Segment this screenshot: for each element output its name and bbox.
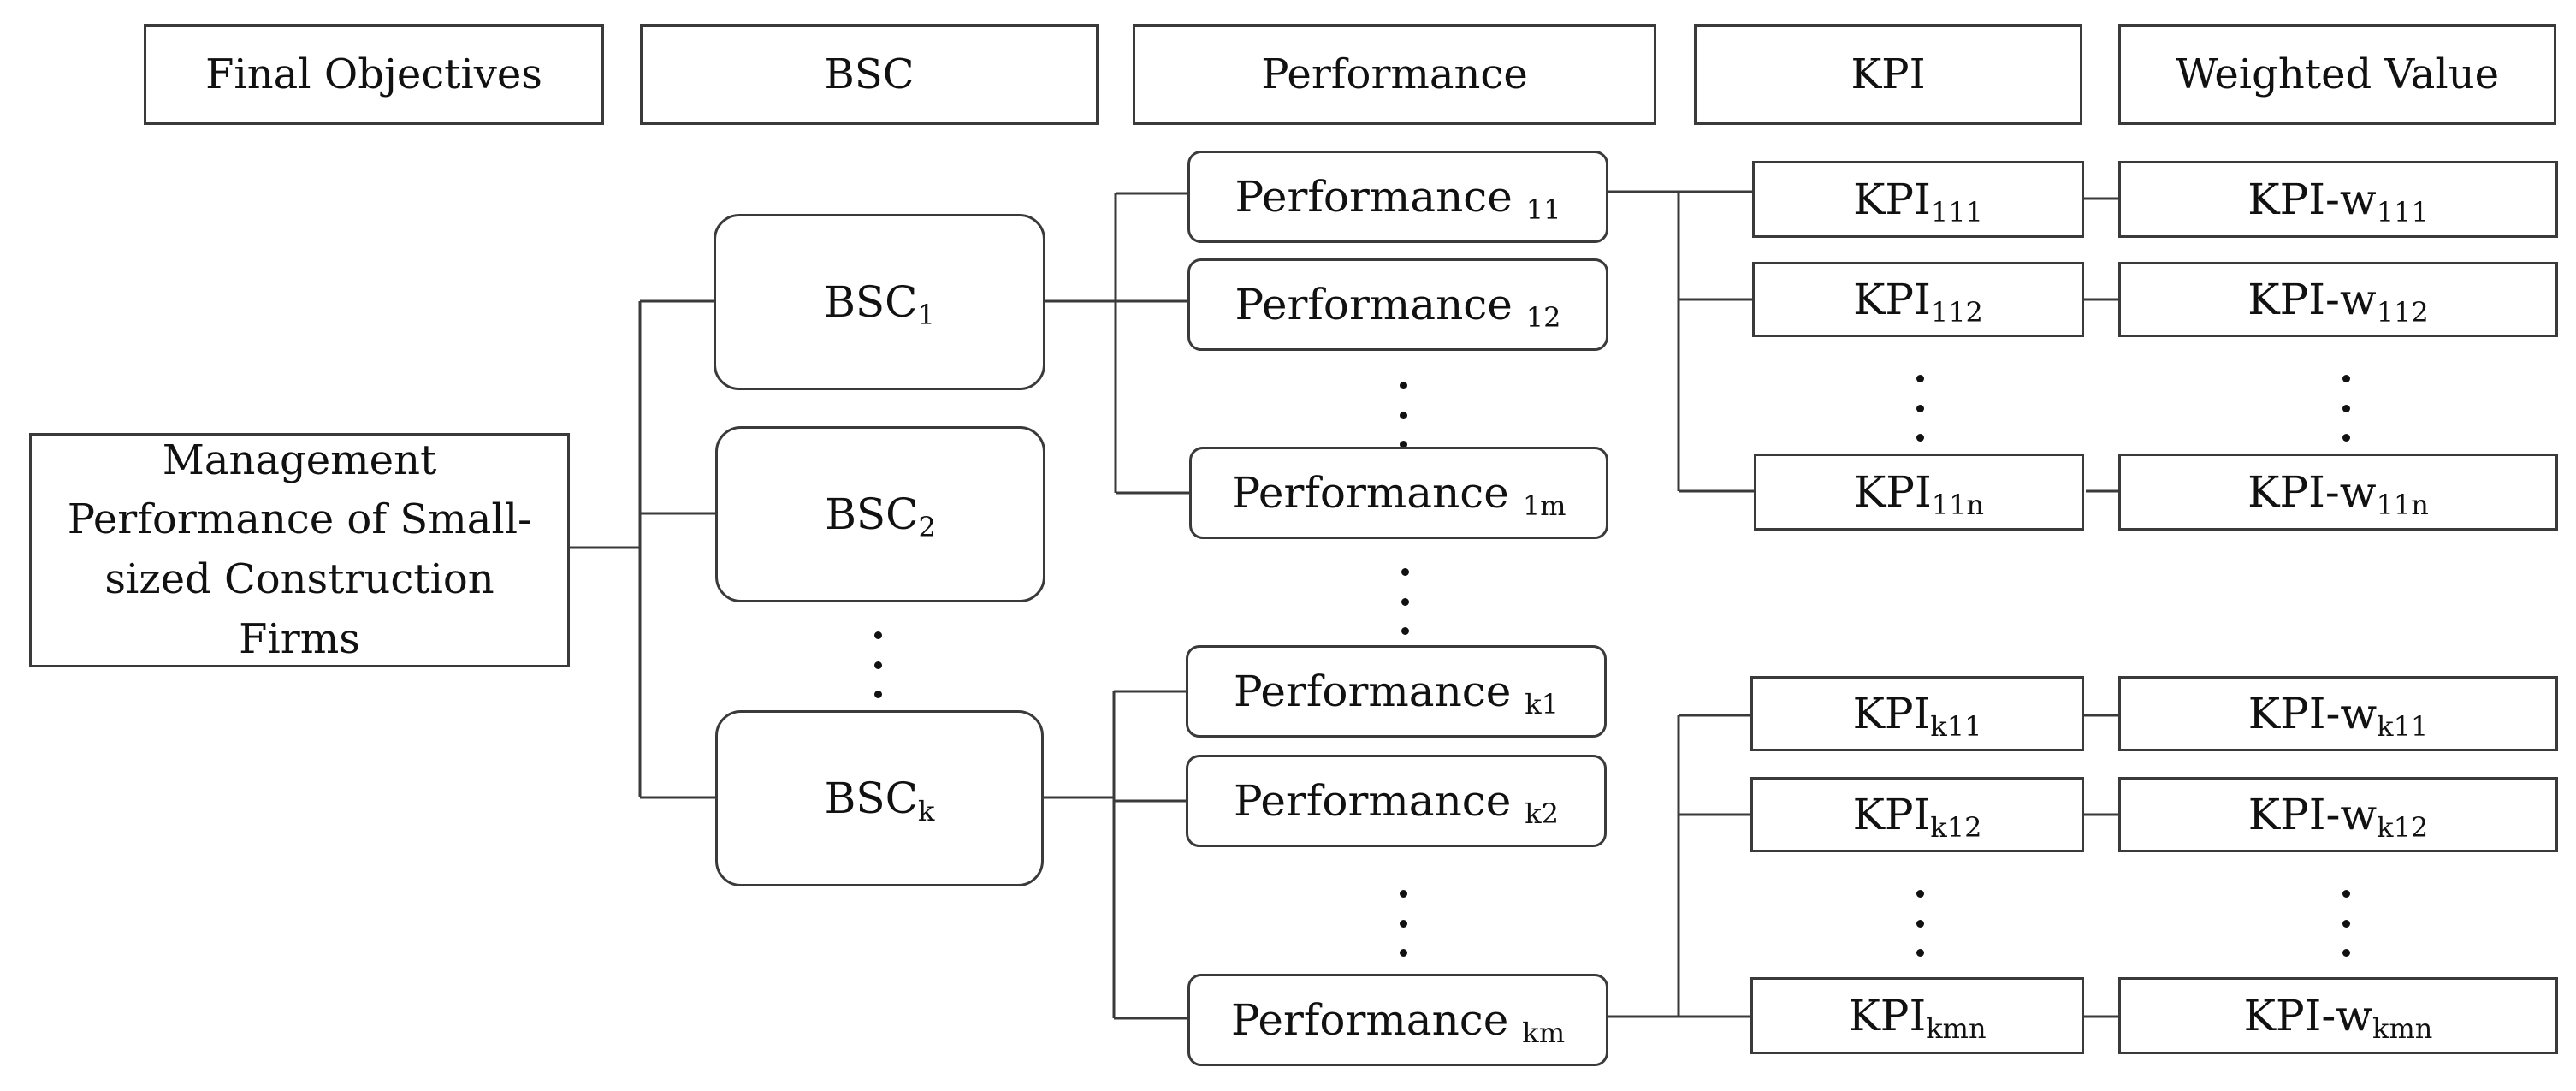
header-bsc: BSC xyxy=(640,24,1099,125)
performance-node-k2-label: Performance k2 xyxy=(1233,775,1560,830)
weighted-node-112: KPI-w112 xyxy=(2118,262,2558,337)
header-weighted-value-label: Weighted Value xyxy=(2175,50,2500,98)
weighted-node-111: KPI-w111 xyxy=(2118,161,2558,238)
performance-node-11: Performance 11 xyxy=(1187,151,1608,243)
weighted-group-k-ellipsis xyxy=(2329,890,2363,957)
weighted-node-k12-label: KPI-wk12 xyxy=(2247,789,2429,844)
header-kpi-label: KPI xyxy=(1851,50,1926,98)
bsc-node-2-label: BSC2 xyxy=(825,489,936,543)
kpi-node-k11: KPIk11 xyxy=(1750,676,2084,751)
performance-node-km: Performance km xyxy=(1187,974,1608,1066)
kpi-node-111-label: KPI111 xyxy=(1853,174,1983,228)
bsc-ellipsis xyxy=(861,631,895,698)
bsc-node-1-label: BSC1 xyxy=(824,276,935,331)
performance-node-1m: Performance 1m xyxy=(1189,447,1608,539)
performance-node-11-label: Performance 11 xyxy=(1235,171,1561,226)
kpi-node-k12-label: KPIk12 xyxy=(1852,789,1982,844)
kpi-group-k-ellipsis xyxy=(1903,890,1937,957)
kpi-node-112: KPI112 xyxy=(1752,262,2084,337)
performance-group-k-ellipsis xyxy=(1386,890,1420,957)
performance-node-k1: Performance k1 xyxy=(1186,645,1607,738)
performance-between-groups-ellipsis xyxy=(1388,568,1422,635)
weighted-node-11n-label: KPI-w11n xyxy=(2247,466,2429,521)
kpi-node-k12: KPIk12 xyxy=(1750,777,2084,852)
bsc-node-k-label: BSCk xyxy=(824,773,935,827)
performance-node-12: Performance 12 xyxy=(1187,258,1608,351)
kpi-node-kmn-label: KPIkmn xyxy=(1848,990,1987,1045)
header-performance: Performance xyxy=(1133,24,1656,125)
kpi-node-112-label: KPI112 xyxy=(1853,274,1983,329)
header-final-objectives-label: Final Objectives xyxy=(205,50,542,98)
weighted-group-1-ellipsis xyxy=(2329,375,2363,442)
bsc-node-2: BSC2 xyxy=(715,426,1045,602)
kpi-node-k11-label: KPIk11 xyxy=(1852,688,1982,743)
weighted-node-k11-label: KPI-wk11 xyxy=(2247,688,2429,743)
header-kpi: KPI xyxy=(1694,24,2082,125)
header-final-objectives: Final Objectives xyxy=(144,24,604,125)
performance-node-12-label: Performance 12 xyxy=(1235,279,1561,334)
performance-node-1m-label: Performance 1m xyxy=(1231,467,1566,522)
weighted-node-11n: KPI-w11n xyxy=(2118,454,2558,531)
weighted-node-kmn: KPI-wkmn xyxy=(2118,977,2558,1054)
root-objective-box: Management Performance of Small-sized Co… xyxy=(29,433,570,667)
weighted-node-k11: KPI-wk11 xyxy=(2118,676,2558,751)
kpi-node-11n: KPI11n xyxy=(1754,454,2084,531)
weighted-node-k12: KPI-wk12 xyxy=(2118,777,2558,852)
header-bsc-label: BSC xyxy=(824,50,915,98)
weighted-node-112-label: KPI-w112 xyxy=(2247,274,2429,329)
weighted-node-kmn-label: KPI-wkmn xyxy=(2243,990,2433,1045)
performance-node-km-label: Performance km xyxy=(1230,994,1566,1049)
header-weighted-value: Weighted Value xyxy=(2118,24,2556,125)
kpi-group-1-ellipsis xyxy=(1903,375,1937,442)
root-objective-label: Management Performance of Small-sized Co… xyxy=(67,436,532,663)
bsc-node-k: BSCk xyxy=(715,710,1044,886)
performance-group-1-ellipsis xyxy=(1386,382,1420,448)
kpi-node-111: KPI111 xyxy=(1752,161,2084,238)
kpi-node-11n-label: KPI11n xyxy=(1853,466,1985,521)
performance-node-k1-label: Performance k1 xyxy=(1233,666,1560,720)
header-performance-label: Performance xyxy=(1261,50,1528,98)
weighted-node-111-label: KPI-w111 xyxy=(2247,174,2429,228)
bsc-node-1: BSC1 xyxy=(714,214,1045,390)
kpi-node-kmn: KPIkmn xyxy=(1750,977,2084,1054)
performance-node-k2: Performance k2 xyxy=(1186,755,1607,847)
